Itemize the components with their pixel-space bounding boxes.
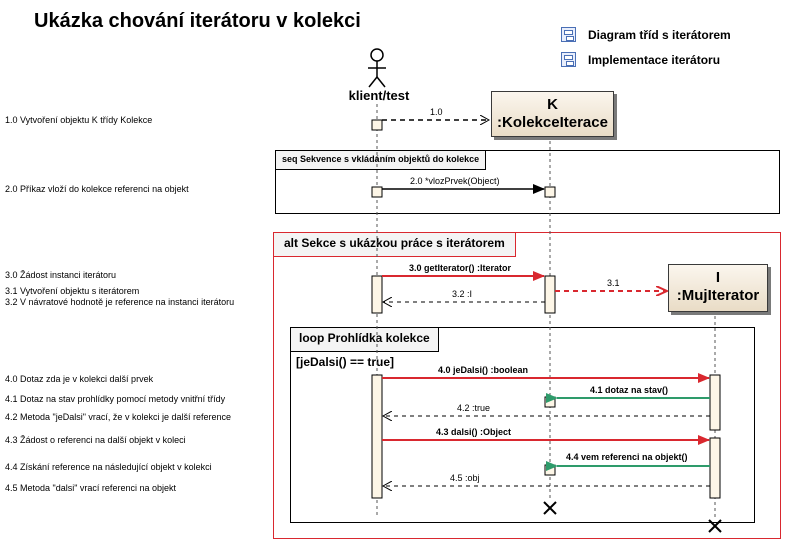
object-k[interactable]: K :KolekceIterace [491,91,614,137]
class-diagram-link-label: Diagram tříd s iterátorem [588,27,731,42]
object-k-name: K [547,96,558,113]
note-3-1: 3.1 Vytvoření objektu s iterátorem [5,286,140,296]
note-2-0: 2.0 Příkaz vloží do kolekce referenci na… [5,184,189,194]
actor-activation-1 [371,119,383,131]
message-2-0-label: 2.0 *vlozPrvek(Object) [410,176,500,186]
object-i-class: :MujIterator [676,287,760,304]
actor-activation-3 [371,275,383,314]
actor-icon [368,48,386,88]
i-activation-2 [709,437,721,499]
note-4-1: 4.1 Dotaz na stav prohlídky pomocí metod… [5,394,226,404]
actor-activation-2 [371,186,383,198]
message-1-0-label: 1.0 [430,107,443,117]
k-activation-2 [544,186,556,198]
i-activation-1 [709,374,721,431]
k-activation-4 [544,396,556,408]
actor-label: klient/test [348,88,410,103]
diagram-icon [561,52,576,67]
note-4-5: 4.5 Metoda "dalsi" vrací referenci na ob… [5,483,176,493]
iterator-implementation-link[interactable]: Implementace iterátoru [561,52,720,67]
message-4-2-label: 4.2 :true [457,403,491,413]
message-3-0-label: 3.0 getIterator() :Iterator [409,263,512,273]
loop-fragment-label: loop Prohlídka kolekce [291,328,439,352]
iterator-implementation-link-label: Implementace iterátoru [588,52,721,67]
message-4-0-label: 4.0 jeDalsi() :boolean [438,365,529,375]
seq-fragment-label: seq Sekvence s vkládáním objektů do kole… [276,151,487,170]
message-3-1-label: 3.1 [607,278,620,288]
note-3-2: 3.2 V návratové hodnotě je reference na … [5,297,235,307]
object-i-name: I [715,269,721,286]
note-4-2: 4.2 Metoda "jeDalsi" vrací, že v kolekci… [5,412,231,422]
class-diagram-link[interactable]: Diagram tříd s iterátorem [561,27,731,42]
loop-guard: [jeDalsi() == true] [296,355,395,369]
note-3-0: 3.0 Žádost instanci iterátoru [5,270,117,280]
message-4-4-label: 4.4 vem referenci na objekt() [566,452,688,462]
note-4-0: 4.0 Dotaz zda je v kolekci další prvek [5,374,154,384]
message-4-1-label: 4.1 dotaz na stav() [590,385,669,395]
alt-fragment: alt Sekce s ukázkou práce s iterátorem [273,232,781,539]
note-1-0: 1.0 Vytvoření objektu K třídy Kolekce [5,115,153,125]
message-3-2-label: 3.2 :I [452,289,473,299]
object-k-class: :KolekceIterace [497,114,608,131]
diagram-title: Ukázka chování iterátoru v kolekci [34,10,361,32]
alt-fragment-label: alt Sekce s ukázkou práce s iterátorem [274,233,516,257]
actor-activation-4 [371,374,383,499]
message-4-5-label: 4.5 :obj [450,473,480,483]
k-activation-3 [544,275,556,314]
message-4-3-label: 4.3 dalsi() :Object [436,427,512,437]
seq-fragment: seq Sekvence s vkládáním objektů do kole… [275,150,780,214]
loop-fragment: loop Prohlídka kolekce [290,327,755,523]
object-i[interactable]: I :MujIterator [668,264,768,312]
k-destroy-icon [543,501,557,515]
note-4-3: 4.3 Žádost o referenci na další objekt v… [5,435,186,445]
note-4-4: 4.4 Získání reference na následující obj… [5,462,212,472]
diagram-icon [561,27,576,42]
k-activation-5 [544,464,556,476]
i-destroy-icon [708,519,722,533]
